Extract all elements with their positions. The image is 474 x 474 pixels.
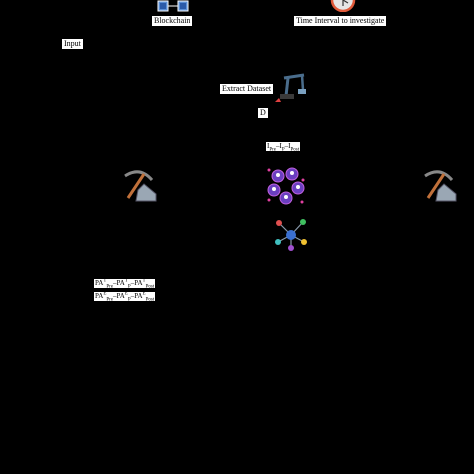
blockchain-label: Blockchain xyxy=(152,16,193,26)
pa-formula-t: PATPre–PATP–PATPost xyxy=(94,278,156,290)
interval-formula: IPre–IP–IPost xyxy=(266,142,301,153)
mining-pickaxe-icon-right xyxy=(424,170,457,202)
network-graph-icon xyxy=(275,219,307,251)
mining-pickaxe-icon xyxy=(124,170,157,202)
excavator-icon xyxy=(275,73,306,102)
pa-formula-e: PAEPre–PAEP–PAEPost xyxy=(94,291,156,303)
input-label: Input xyxy=(62,39,83,49)
address-cluster-icon xyxy=(267,167,305,205)
blockchain-cubes-icon xyxy=(157,0,189,12)
clock-icon xyxy=(330,0,356,12)
extract-dataset-label: Extract Dataset xyxy=(220,84,274,94)
dataset-d-label: D xyxy=(258,108,268,118)
time-interval-label: Time Interval to investigate xyxy=(294,16,387,26)
